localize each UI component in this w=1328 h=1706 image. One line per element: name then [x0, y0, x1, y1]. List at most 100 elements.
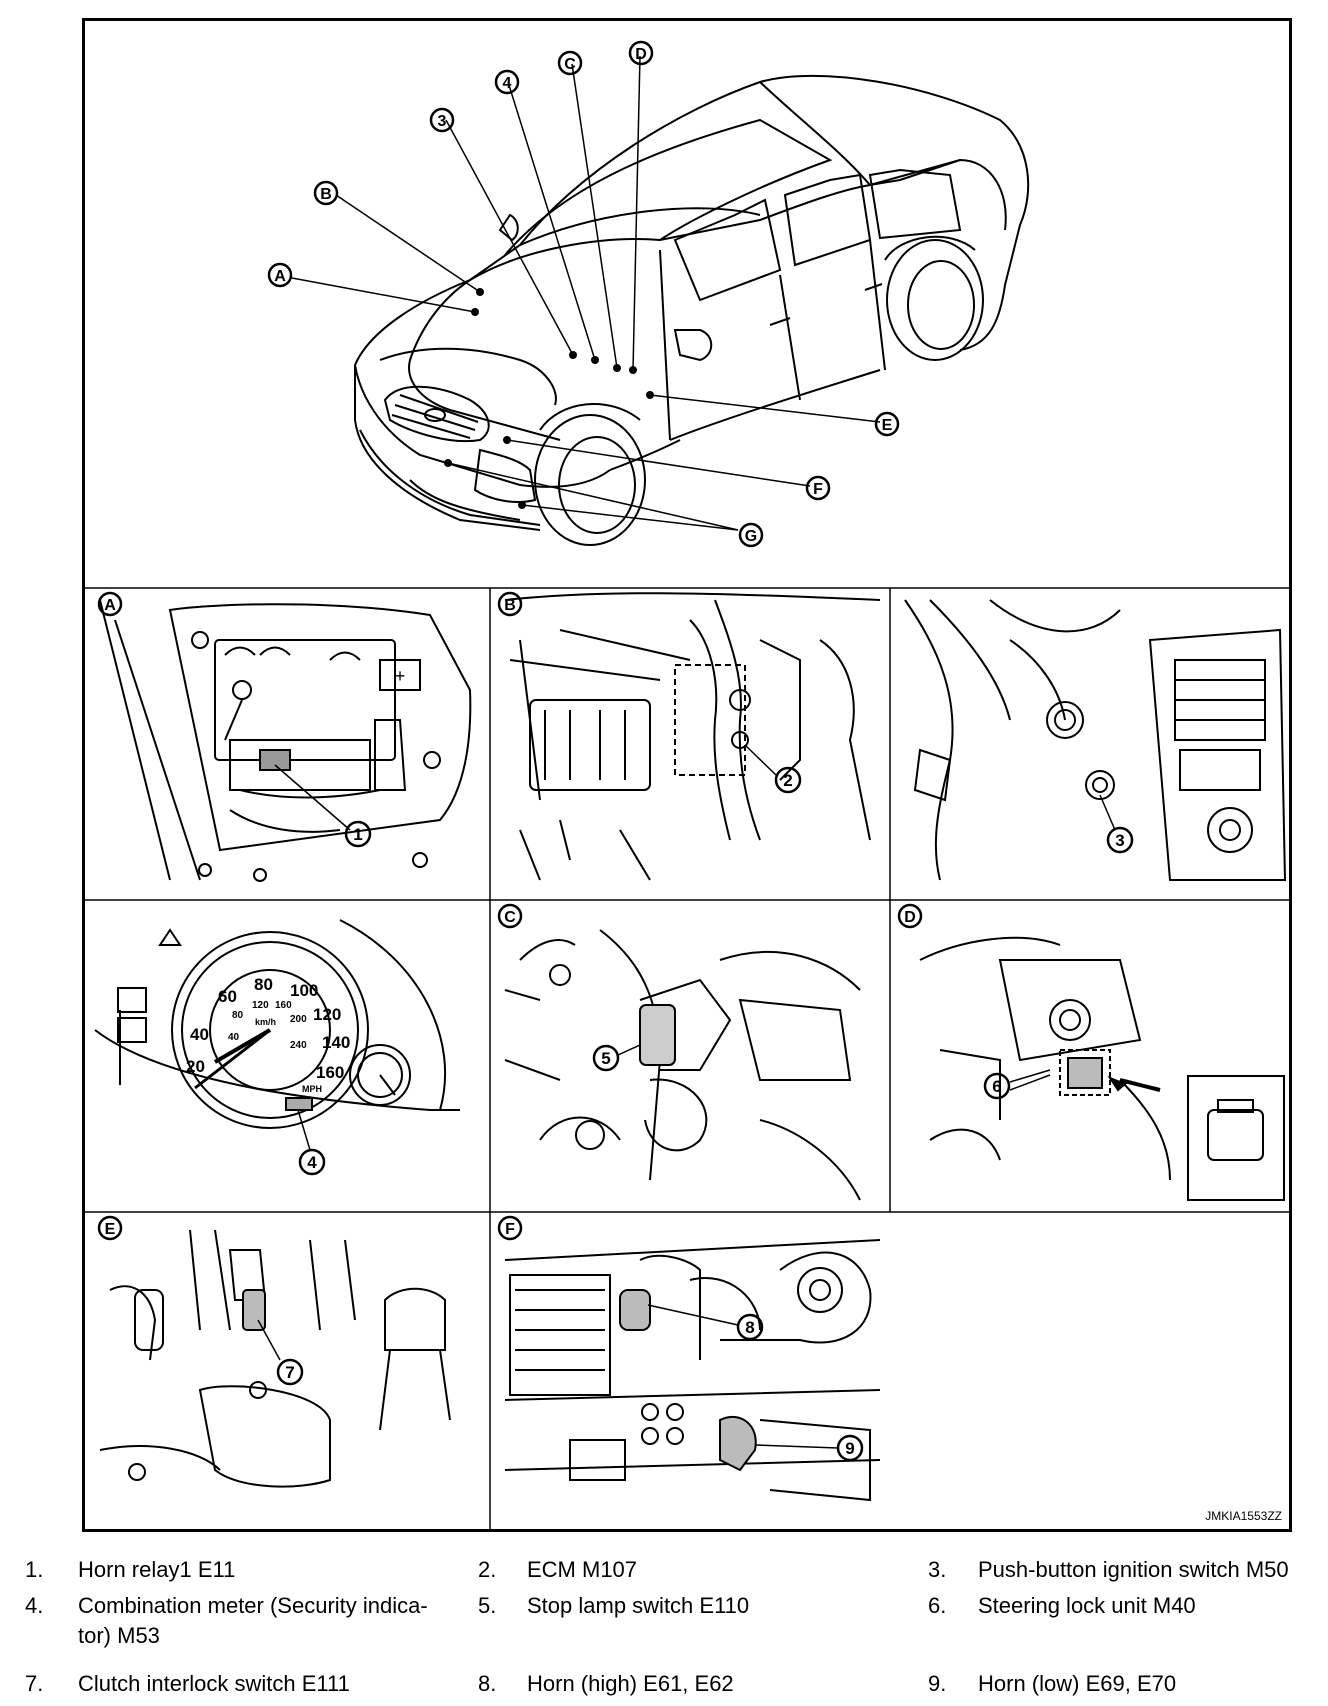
- svg-text:160: 160: [316, 1063, 344, 1082]
- callout-number-3: 3: [1106, 826, 1134, 854]
- panel-c-pedal-area: [504, 929, 861, 1201]
- callout-number-8: 8: [736, 1313, 764, 1341]
- callout-letter-a: A: [267, 262, 293, 288]
- legend-number: 9.: [928, 1671, 947, 1696]
- svg-text:100: 100: [290, 981, 318, 1000]
- legend-text: Combination meter (Security indica-: [78, 1593, 428, 1618]
- car-overview: [354, 74, 1030, 546]
- legend-text: Horn (high) E61, E62: [527, 1671, 734, 1696]
- svg-text:120: 120: [313, 1005, 341, 1024]
- panel-f-front-bumper: [504, 1239, 881, 1502]
- callout-number-4-overview: 4: [494, 69, 520, 95]
- panel-3-dashboard: [904, 599, 1287, 881]
- legend-text: Clutch interlock switch E111: [78, 1671, 350, 1696]
- svg-text:+: +: [395, 666, 406, 686]
- overview-leader-lines: [291, 55, 881, 531]
- callout-letter-f: F: [805, 475, 831, 501]
- svg-text:F: F: [505, 1221, 515, 1238]
- svg-text:3: 3: [1115, 831, 1124, 850]
- svg-text:D: D: [904, 909, 916, 926]
- panel-b-label: B: [497, 591, 523, 617]
- legend-number: 2.: [478, 1557, 497, 1582]
- legend-number: 4.: [25, 1593, 44, 1618]
- svg-text:D: D: [635, 46, 647, 63]
- callout-number-3-overview: 3: [429, 107, 455, 133]
- svg-text:2: 2: [783, 771, 792, 790]
- callout-letter-b: B: [313, 180, 339, 206]
- callout-letter-d: D: [628, 40, 654, 66]
- callout-letter-c: C: [557, 50, 583, 76]
- svg-text:4: 4: [307, 1153, 317, 1172]
- svg-text:F: F: [813, 481, 823, 498]
- callout-letter-e: E: [874, 411, 900, 437]
- diagram-frame: [82, 18, 1292, 1532]
- callout-number-9: 9: [836, 1434, 864, 1462]
- svg-text:7: 7: [285, 1363, 294, 1382]
- callout-number-2: 2: [774, 766, 802, 794]
- panel-e-label: E: [97, 1215, 123, 1241]
- legend-text: Steering lock unit M40: [978, 1593, 1196, 1618]
- svg-text:B: B: [504, 597, 516, 614]
- legend-text: Stop lamp switch E110: [527, 1593, 750, 1618]
- svg-text:A: A: [104, 597, 116, 614]
- svg-text:km/h: km/h: [255, 1017, 276, 1027]
- svg-text:1: 1: [353, 825, 362, 844]
- svg-text:140: 140: [322, 1033, 350, 1052]
- callout-number-1: 1: [344, 820, 372, 848]
- svg-text:40: 40: [190, 1025, 209, 1044]
- callout-number-7: 7: [276, 1358, 304, 1386]
- panel-grid: [85, 587, 1290, 1530]
- svg-text:4: 4: [503, 75, 512, 92]
- svg-text:80: 80: [254, 975, 273, 994]
- legend-text: Horn (low) E69, E70: [978, 1671, 1177, 1696]
- panel-d-label: D: [897, 903, 923, 929]
- callout-number-4: 4: [298, 1148, 326, 1176]
- component-location-diagram: A B 3 4 C D E F G: [85, 40, 1290, 1530]
- legend-text: Push-button ignition switch M50: [978, 1557, 1289, 1582]
- svg-text:3: 3: [438, 113, 447, 130]
- svg-text:9: 9: [845, 1439, 854, 1458]
- svg-text:60: 60: [218, 987, 237, 1006]
- svg-text:8: 8: [745, 1318, 754, 1337]
- panel-a-engine-room: +: [99, 599, 472, 882]
- overview-leader-dots: [444, 288, 654, 509]
- panel-b-ecm-area: [504, 592, 881, 881]
- svg-text:6: 6: [992, 1077, 1001, 1096]
- speedometer-labels: 20 40 60 80 100 120 140 160 40 80 120 16…: [186, 975, 350, 1094]
- svg-text:G: G: [745, 528, 757, 545]
- legend-number: 3.: [928, 1557, 947, 1582]
- panel-e-clutch-pedal: [99, 1229, 451, 1488]
- svg-text:MPH: MPH: [302, 1084, 322, 1094]
- panel-d-steering-column: [919, 936, 1285, 1201]
- svg-text:A: A: [274, 268, 286, 285]
- svg-text:C: C: [564, 56, 576, 73]
- callout-number-5: 5: [592, 1044, 620, 1072]
- legend-text: ECM M107: [527, 1557, 638, 1582]
- svg-text:5: 5: [601, 1049, 610, 1068]
- legend-number: 5.: [478, 1593, 497, 1618]
- figure-id: JMKIA1553ZZ: [1205, 1509, 1282, 1523]
- legend-text: Horn relay1 E11: [78, 1557, 236, 1582]
- svg-text:240: 240: [290, 1040, 307, 1051]
- legend-number: 6.: [928, 1593, 947, 1618]
- svg-text:E: E: [882, 417, 893, 434]
- legend-number: 7.: [25, 1671, 44, 1696]
- svg-text:120: 120: [252, 1000, 269, 1011]
- svg-text:80: 80: [232, 1010, 244, 1021]
- svg-text:160: 160: [275, 1000, 292, 1011]
- legend-number: 1.: [25, 1557, 44, 1582]
- callout-letter-g: G: [738, 522, 764, 548]
- svg-text:20: 20: [186, 1057, 205, 1076]
- svg-text:B: B: [320, 186, 332, 203]
- svg-text:40: 40: [228, 1032, 240, 1043]
- panel-f-label: F: [497, 1215, 523, 1241]
- panel-a-label: A: [97, 591, 123, 617]
- panel-c-label: C: [497, 903, 523, 929]
- callout-number-6: 6: [983, 1072, 1011, 1100]
- svg-text:E: E: [105, 1221, 116, 1238]
- panel-4-combination-meter: [94, 919, 460, 1151]
- legend-number: 8.: [478, 1671, 497, 1696]
- svg-text:200: 200: [290, 1014, 307, 1025]
- legend-text-continued: tor) M53: [78, 1623, 160, 1648]
- svg-text:C: C: [504, 909, 516, 926]
